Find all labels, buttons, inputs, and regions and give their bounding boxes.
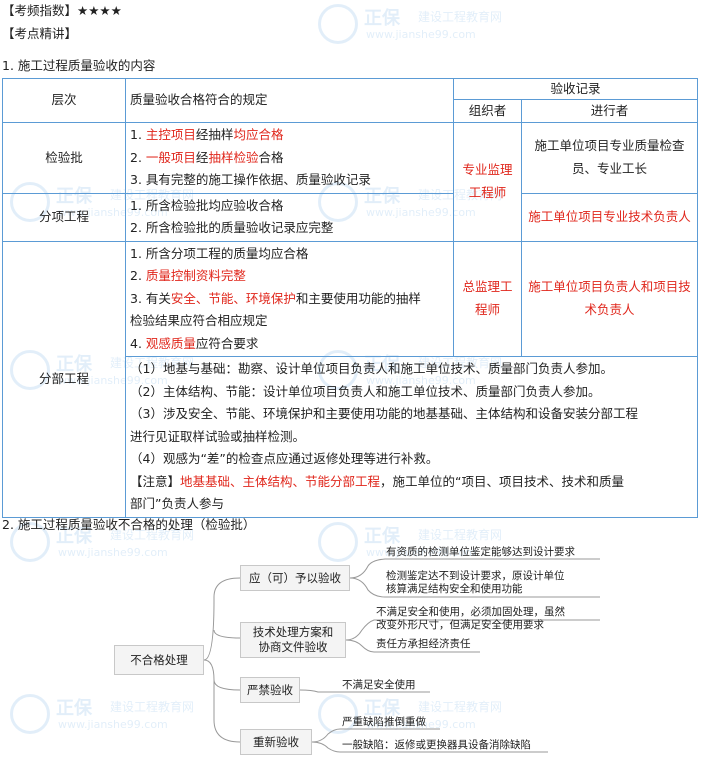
criteria-line: 2. 一般项目经抽样检验合格 [130, 147, 449, 170]
criteria-text: 和主要使用功能的抽样 [295, 290, 421, 306]
mindmap-leaf: 严重缺陷推倒重做 [342, 716, 426, 728]
mindmap-branch: 严禁验收 [240, 677, 300, 703]
criteria-jianyanpi: 1. 主控项目经抽样均应合格 2. 一般项目经抽样检验合格 3. 具有完整的施工… [125, 122, 454, 194]
mindmap-leaf: 检测鉴定达不到设计要求，原设计单位核算满足结构安全和使用功能 [386, 570, 565, 595]
mindmap-branch: 应（可）予以验收 [240, 565, 350, 591]
participant-jianyanpi: 施工单位项目专业质量检查员、专业工长 [520, 122, 699, 194]
header-record: 验收记录 [452, 78, 699, 100]
section-label: 【考点精讲】 [2, 26, 78, 41]
watermark: 正保 建设工程教育网 www.jianshe99.com [10, 692, 220, 736]
section1-title: 1. 施工过程质量验收的内容 [2, 58, 156, 73]
criteria-number: 1. [130, 127, 146, 142]
mindmap-root: 不合格处理 [114, 645, 204, 675]
fenbu-notes: （1）地基与基础：勘察、设计单位项目负责人和施工单位技术、质量部门负责人参加。 … [124, 356, 699, 518]
attention-text: ，施工单位的“项目、项目技术、技术和质量 [380, 473, 625, 489]
mindmap-leaf: 责任方承担经济责任 [376, 638, 471, 650]
watermark-logo-icon [10, 694, 50, 734]
criteria-text: 应符合要求 [195, 335, 259, 351]
level-fenxiang: 分项工程 [2, 192, 126, 242]
participant-fenbu: 施工单位项目负责人和项目技术负责人 [520, 240, 699, 357]
watermark-logo-icon [318, 4, 358, 44]
participant-fenxiang: 施工单位项目专业技术负责人 [520, 192, 699, 242]
attention-line: 【注意】地基基础、主体结构、节能分部工程，施工单位的“项目、项目技术、技术和质量 [130, 471, 693, 494]
criteria-line: 3. 有关安全、节能、环境保护和主要使用功能的抽样 [130, 288, 449, 311]
criteria-line: 4. 观感质量应符合要求 [130, 333, 449, 356]
criteria-text: 经 [195, 149, 209, 165]
exam-frequency-label: 【考频指数】 [2, 3, 78, 18]
criteria-line: 2. 所含检验批的质量验收记录应完整 [130, 220, 334, 235]
level-fenbu: 分部工程 [2, 240, 126, 518]
criteria-line: 3. 具有完整的施工操作依据、质量验收记录 [130, 172, 371, 187]
watermark-sub: 建设工程教育网 [110, 700, 195, 714]
mindmap-leaf: 不满足安全和使用，必须加固处理，虽然改变外形尺寸，但满足安全使用要求 [376, 606, 565, 631]
criteria-highlight: 抽样检验 [208, 149, 259, 165]
note-line: （4）观感为“差”的检查点应通过返修处理等进行补救。 [130, 451, 439, 466]
criteria-line: 2. 质量控制资料完整 [130, 265, 449, 288]
header-level: 层次 [2, 78, 126, 123]
criteria-text: 3. 有关 [130, 290, 171, 306]
criteria-line: 1. 主控项目经抽样均应合格 [130, 124, 449, 147]
mindmap-leaf: 不满足安全使用 [342, 679, 416, 691]
organizer-specialist: 专业监理工程师 [453, 122, 522, 242]
criteria-line: 1. 所含检验批均应验收合格 [130, 197, 284, 213]
watermark-sub: 建设工程教育网 [418, 700, 503, 714]
watermark-url: www.jianshe99.com [366, 28, 476, 41]
mindmap-leaf: 一般缺陷：返修或更换器具设备消除缺陷 [342, 739, 531, 751]
attention-highlight: 地基基础、主体结构、节能分部工程 [180, 473, 381, 489]
mindmap-branch: 重新验收 [240, 729, 312, 755]
criteria-fenbu: 1. 所含分项工程的质量均应合格 2. 质量控制资料完整 3. 有关安全、节能、… [125, 240, 454, 357]
watermark-url: www.jianshe99.com [58, 718, 168, 731]
level-jianyanpi: 检验批 [2, 122, 126, 194]
watermark-sub: 建设工程教育网 [418, 10, 503, 24]
organizer-chief: 总监理工程师 [453, 240, 522, 357]
header-organizer: 组织者 [453, 99, 522, 123]
mindmap-leaf: 有资质的检测单位鉴定能够达到设计要求 [386, 546, 575, 558]
watermark: 正保 建设工程教育网 www.jianshe99.com [318, 2, 528, 46]
mindmap-branch-label: 应（可）予以验收 [249, 571, 341, 585]
watermark-sub: 建设工程教育网 [418, 528, 503, 542]
criteria-highlight: 主控项目 [145, 127, 196, 142]
header-participant: 进行者 [520, 99, 699, 123]
note-line: （1）地基与基础：勘察、设计单位项目负责人和施工单位技术、质量部门负责人参加。 [130, 361, 613, 376]
watermark-brand: 正保 [56, 698, 92, 719]
criteria-line: 检验结果应符合相应规定 [130, 313, 268, 328]
criteria-text: 经抽样 [195, 127, 234, 142]
criteria-highlight: 质量控制资料完整 [145, 268, 246, 283]
exam-frequency-line: 【考频指数】★★★★ [2, 0, 122, 19]
star-rating: ★★★★ [77, 3, 122, 18]
criteria-number: 4. [130, 335, 146, 351]
mindmap-branch-label: 重新验收 [253, 735, 299, 749]
watermark-logo-icon [318, 522, 358, 562]
criteria-highlight: 观感质量 [145, 335, 196, 351]
criteria-number: 2. [130, 268, 146, 283]
acceptance-table: 层次 质量验收合格符合的规定 验收记录 组织者 进行者 检验批 1. 主控项目经… [2, 78, 699, 518]
note-line: （3）涉及安全、节能、环境保护和主要使用功能的地基基础、主体结构和设备安装分部工… [130, 406, 638, 421]
watermark-url: www.jianshe99.com [58, 546, 168, 559]
note-line: （2）主体结构、节能：设计单位项目负责人和施工单位技术、质量部门负责人参加。 [130, 383, 601, 399]
section2-title: 2. 施工过程质量验收不合格的处理（检验批） [2, 517, 256, 532]
mindmap-branch-label: 技术处理方案和协商文件验收 [252, 625, 334, 654]
header-criteria: 质量验收合格符合的规定 [125, 78, 454, 123]
watermark-brand: 正保 [364, 526, 400, 547]
attention-line: 部门”负责人参与 [130, 496, 224, 511]
mindmap-root-label: 不合格处理 [130, 653, 188, 667]
criteria-highlight: 一般项目 [145, 149, 196, 165]
criteria-highlight: 安全、节能、环境保护 [170, 290, 296, 306]
watermark-brand: 正保 [364, 8, 400, 29]
mindmap-branch: 技术处理方案和协商文件验收 [240, 622, 346, 658]
attention-label: 【注意】 [130, 473, 181, 489]
criteria-highlight: 均应合格 [233, 127, 284, 142]
note-line: 进行见证取样试验或抽样检测。 [130, 428, 306, 444]
criteria-fenxiang: 1. 所含检验批均应验收合格 2. 所含检验批的质量验收记录应完整 [125, 192, 454, 242]
criteria-line: 1. 所含分项工程的质量均应合格 [130, 245, 309, 261]
criteria-number: 2. [130, 149, 146, 165]
watermark: 正保 建设工程教育网 www.jianshe99.com [318, 692, 528, 736]
mindmap-branch-label: 严禁验收 [247, 683, 293, 697]
criteria-text: 合格 [258, 149, 284, 165]
